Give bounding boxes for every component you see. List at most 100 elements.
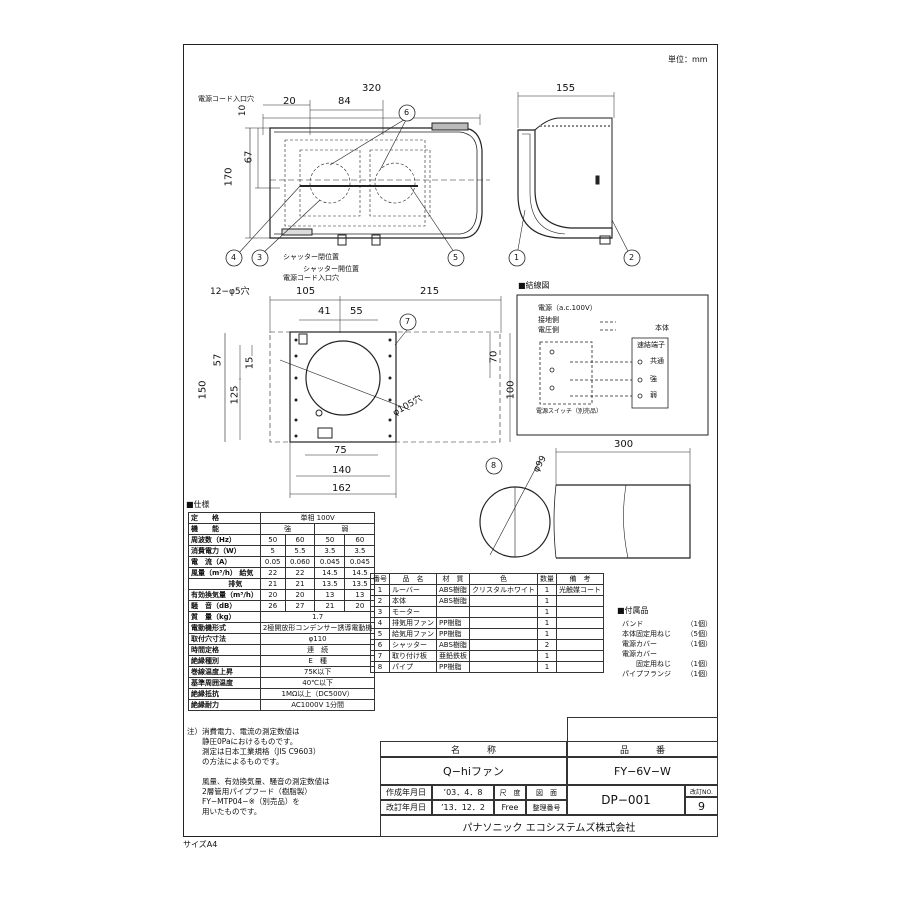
accessory-item: 電源カバー	[622, 649, 712, 659]
spec-value: 22	[284, 567, 316, 579]
parts-cell: ABS樹脂	[436, 639, 470, 651]
note-line: 2層管用パイプフード（樹脂製）	[187, 787, 312, 796]
accessory-name: バンド	[622, 620, 644, 628]
parts-cell: 5	[370, 628, 390, 640]
parts-cell: 光触媒コート	[556, 584, 604, 596]
wiring-common: 共通	[650, 357, 664, 365]
parts-cell: 1	[537, 606, 557, 618]
spec-label: 電 流（A）	[188, 556, 261, 568]
parts-cell	[436, 606, 470, 618]
pipe-view	[479, 448, 691, 559]
callout-1: 1	[514, 253, 520, 262]
note-line: 注）消費電力、電流の測定数値は	[187, 727, 300, 736]
parts-header: 品 名	[389, 573, 437, 585]
dim-20: 20	[283, 96, 296, 107]
pipe-length: 300	[614, 439, 634, 450]
wiring-body: 本体	[655, 324, 669, 332]
parts-cell: 3	[370, 606, 390, 618]
drawing-label: 図 面	[526, 785, 567, 800]
callout-3: 3	[257, 253, 263, 262]
dim-84: 84	[338, 96, 351, 107]
spec-value: 22	[259, 567, 286, 579]
holes-label: 12−φ5穴	[210, 287, 250, 297]
dim-15: 15	[244, 356, 256, 370]
parts-cell	[469, 661, 538, 673]
accessory-name: パイプフランジ	[622, 670, 671, 678]
dim-70: 70	[488, 350, 500, 364]
spec-value: 0.05	[259, 556, 286, 568]
accessory-item: 電源カバー（1個）	[622, 639, 712, 649]
drawing-number: DP−001	[567, 785, 685, 815]
parts-cell: 1	[537, 661, 557, 673]
spec-label: 排気	[188, 578, 261, 590]
parts-cell: 1	[537, 617, 557, 629]
callout-2: 2	[629, 253, 635, 262]
parts-cell	[469, 606, 538, 618]
spec-label: 巻線温度上昇	[188, 666, 261, 678]
parts-cell: 4	[370, 617, 390, 629]
note-line: 用いたものです。	[187, 807, 262, 816]
created-label: 作成年月日	[380, 785, 432, 800]
product-name: Q−hiファン	[380, 757, 567, 785]
parts-cell: 1	[537, 584, 557, 596]
shutter-closed-label: シャッター閉位置	[283, 253, 339, 261]
spec-value: 14.5	[314, 567, 346, 579]
title-block-corner	[567, 717, 718, 741]
dim-215: 215	[420, 286, 440, 297]
spec-value: 弱	[314, 523, 376, 535]
note-line: 風量、有効換気量、騒音の測定数値は	[187, 777, 330, 786]
parts-cell: ルーバー	[389, 584, 437, 596]
dim-150: 150	[197, 380, 209, 400]
spec-value: 5.5	[284, 545, 316, 557]
revised-date: ’13．12．2	[432, 800, 494, 815]
parts-cell: 1	[370, 584, 390, 596]
parts-cell: 7	[370, 650, 390, 662]
spec-value: 20	[284, 589, 316, 601]
parts-cell: パイプ	[389, 661, 437, 673]
spec-value: 50	[259, 534, 286, 546]
parts-cell	[556, 595, 604, 607]
spec-value: 0.045	[344, 556, 376, 568]
spec-value: 21	[314, 600, 346, 612]
spec-label: 風量（m³/h） 給気	[188, 567, 261, 579]
model-label: 品 番	[567, 741, 718, 757]
parts-cell	[469, 595, 538, 607]
parts-cell	[469, 639, 538, 651]
cord-hole-label-2: 電源コード入口穴	[283, 274, 339, 282]
wiring-switch: 電源スイッチ（別売品）	[536, 408, 603, 415]
spec-label: 定 格	[188, 512, 261, 524]
wiring-strong: 強	[650, 375, 657, 383]
parts-header: 色	[469, 573, 538, 585]
note-line: FY−MTP04−※（別売品）を	[187, 797, 300, 806]
wiring-weak: 弱	[650, 391, 657, 399]
callout-5: 5	[453, 253, 459, 262]
spec-value: 2極開放形コンデンサー誘導電動機	[259, 622, 376, 634]
notes: 注）消費電力、電流の測定数値は 静圧0Paにおけるものです。 測定は日本工業規格…	[187, 727, 330, 817]
spec-label: 絶縁種別	[188, 655, 261, 667]
spec-value: 21	[259, 578, 286, 590]
revised-label: 改訂年月日	[380, 800, 432, 815]
spec-label: 取付穴寸法	[188, 633, 261, 645]
accessory-name: 電源カバー	[622, 650, 657, 658]
spec-value: 連 続	[259, 644, 376, 656]
accessory-qty: （1個）	[686, 660, 712, 668]
parts-header-row: 番号品 名材 質色数量備 考	[370, 573, 604, 585]
spec-label: 周波数（Hz）	[188, 534, 261, 546]
spec-label: 絶縁耐力	[188, 699, 261, 711]
dim-67: 67	[243, 150, 255, 164]
